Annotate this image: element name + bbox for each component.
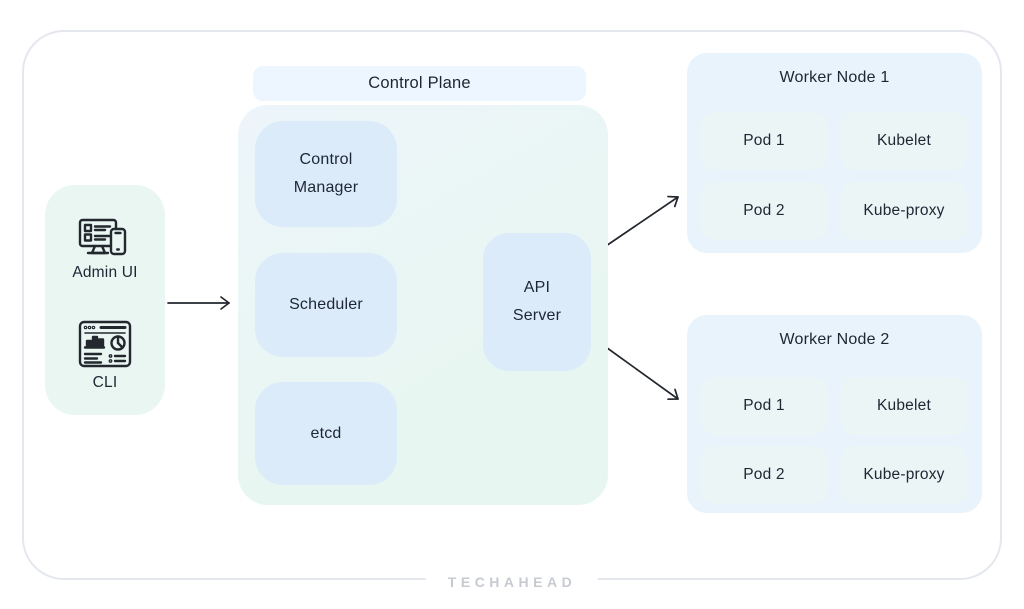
worker1-kube-proxy-cell: Kube-proxy xyxy=(841,182,967,240)
admin-ui-icon xyxy=(76,217,134,263)
control-plane-title: Control Plane xyxy=(253,66,586,101)
techahead-watermark: TECHAHEAD xyxy=(425,572,599,592)
worker2-kubelet-cell: Kubelet xyxy=(841,377,967,435)
worker2-kube-proxy-cell: Kube-proxy xyxy=(841,446,967,504)
worker-node-2-title: Worker Node 2 xyxy=(779,331,890,348)
worker1-kubelet-cell: Kubelet xyxy=(841,112,967,170)
api-server-box: API Server xyxy=(483,233,591,371)
worker1-pod1-cell: Pod 1 xyxy=(701,112,827,170)
worker1-pod2-cell: Pod 2 xyxy=(701,182,827,240)
worker2-pod1-cell: Pod 1 xyxy=(701,377,827,435)
worker-node-1-panel: Worker Node 1 Pod 1 Kubelet Pod 2 Kube-p… xyxy=(687,53,982,253)
control-manager-box: Control Manager xyxy=(255,121,397,227)
clients-panel: Admin UI xyxy=(45,185,165,415)
cli-label: CLI xyxy=(92,374,118,391)
admin-ui-label: Admin UI xyxy=(72,264,138,281)
etcd-box: etcd xyxy=(255,382,397,485)
worker-node-1-title: Worker Node 1 xyxy=(779,69,890,86)
scheduler-box: Scheduler xyxy=(255,253,397,357)
cli-icon xyxy=(77,319,133,369)
worker-node-2-panel: Worker Node 2 Pod 1 Kubelet Pod 2 Kube-p… xyxy=(687,315,982,513)
worker2-pod2-cell: Pod 2 xyxy=(701,446,827,504)
